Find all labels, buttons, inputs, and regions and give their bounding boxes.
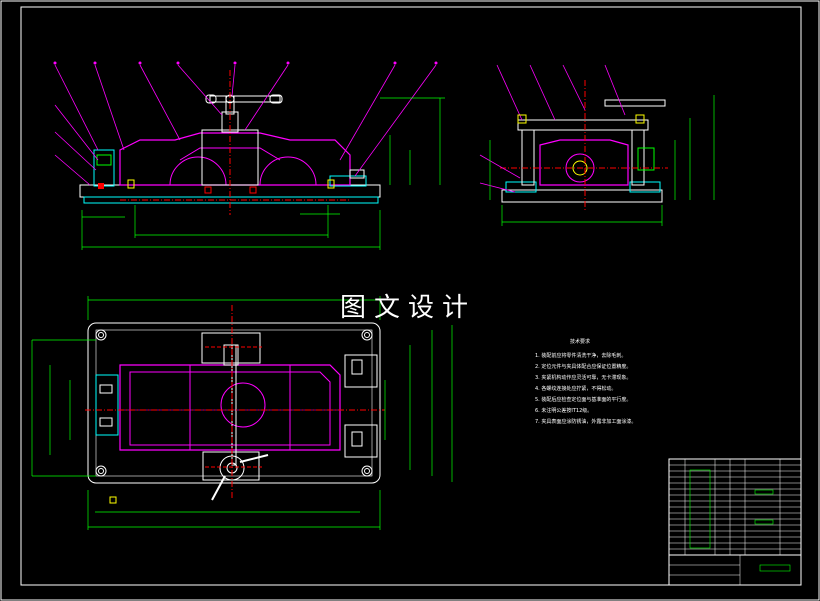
- tech-note-line: 3. 夹紧机构动作应灵活可靠，无卡滞现象。: [535, 374, 631, 381]
- technical-notes: 技术要求 1. 装配前应将零件清洗干净，去除毛刺。 2. 定位元件与夹具体配合应…: [535, 338, 636, 425]
- inner-frame: [20, 6, 802, 586]
- tech-note-line: 2. 定位元件与夹具体配合应保证位置精度。: [535, 363, 631, 370]
- tech-note-line: 4. 各螺纹连接处应拧紧，不得松动。: [535, 385, 616, 392]
- tech-note-line: 6. 未注明公差按IT12级。: [535, 407, 592, 414]
- side-view: [479, 64, 715, 226]
- tech-notes-title: 技术要求: [570, 338, 590, 345]
- tech-note-line: 1. 装配前应将零件清洗干净，去除毛刺。: [535, 352, 626, 359]
- watermark-text: 图文设计: [340, 293, 477, 323]
- top-view: [31, 296, 453, 530]
- front-view: [53, 61, 445, 250]
- title-block: [668, 458, 802, 586]
- tech-note-line: 7. 夹具表面应涂防锈油，外露非加工面涂漆。: [535, 418, 636, 425]
- tech-note-line: 5. 装配后应检查定位面与基准面的平行度。: [535, 396, 631, 403]
